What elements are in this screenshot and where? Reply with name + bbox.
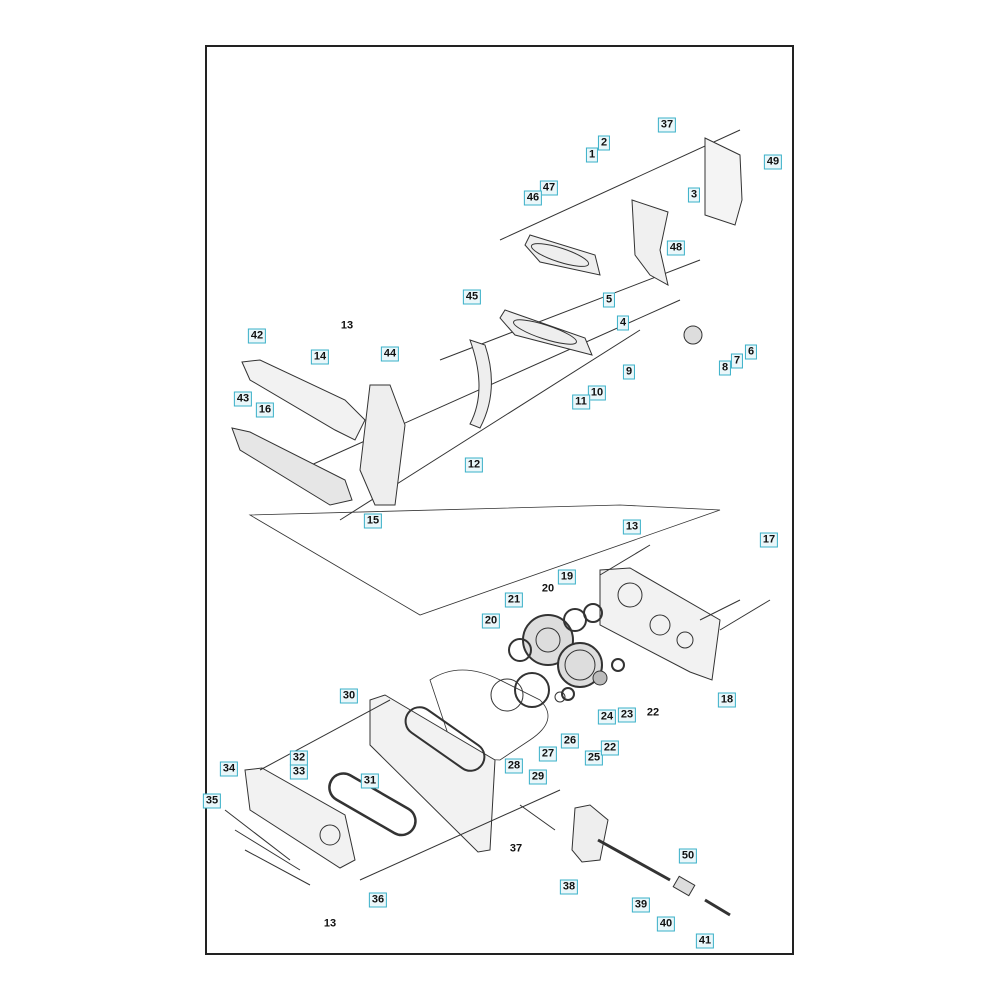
- part-45-curved-bar: [469, 339, 492, 429]
- callout-17: 17: [759, 532, 779, 548]
- callout-38: 38: [559, 879, 579, 895]
- callout-16: 16: [255, 402, 275, 418]
- gear-set: [490, 603, 625, 712]
- callout-15: 15: [363, 513, 383, 529]
- part-34-cover: [244, 767, 356, 869]
- callout-7: 7: [730, 353, 744, 369]
- diagram-frame: [205, 45, 794, 955]
- callout-4: 4: [616, 315, 630, 331]
- callout-22: 22: [646, 706, 660, 719]
- callout-12: 12: [464, 457, 484, 473]
- callout-20: 20: [541, 582, 555, 595]
- callout-3: 3: [687, 187, 701, 203]
- part-44-block: [359, 384, 406, 506]
- callout-28: 28: [504, 758, 524, 774]
- part-43-handle: [231, 427, 353, 506]
- upper-plane: [248, 504, 721, 616]
- part-38-block: [571, 804, 609, 863]
- lower-bolts: [224, 544, 771, 886]
- callout-9: 9: [622, 364, 636, 380]
- callout-37: 37: [657, 117, 677, 133]
- part-18-plate: [599, 567, 721, 681]
- callout-48: 48: [666, 240, 686, 256]
- callout-49: 49: [763, 154, 783, 170]
- part-49-plate: [704, 137, 743, 226]
- callout-42: 42: [247, 328, 267, 344]
- callout-47: 47: [539, 180, 559, 196]
- part-30-cover: [369, 694, 496, 853]
- callout-8: 8: [718, 360, 732, 376]
- callout-46: 46: [523, 190, 543, 206]
- callout-34: 34: [219, 761, 239, 777]
- callout-24: 24: [597, 709, 617, 725]
- callout-6: 6: [744, 344, 758, 360]
- callout-29: 29: [528, 769, 548, 785]
- callout-11: 11: [572, 394, 590, 410]
- callout-27: 27: [538, 746, 558, 762]
- callout-26: 26: [560, 733, 580, 749]
- part-39-shaft: [597, 838, 671, 882]
- callout-36: 36: [368, 892, 388, 908]
- part-46-plate: [524, 234, 601, 276]
- callout-39: 39: [631, 897, 651, 913]
- callout-40: 40: [656, 916, 676, 932]
- callout-20: 20: [481, 613, 501, 629]
- part-8-wheel: [683, 325, 703, 345]
- callout-44: 44: [380, 346, 400, 362]
- callout-43: 43: [233, 391, 253, 407]
- part-42-handle: [241, 359, 366, 441]
- callout-10: 10: [587, 385, 607, 401]
- callout-45: 45: [462, 289, 482, 305]
- callout-13: 13: [340, 319, 354, 332]
- part-32-belt: [328, 772, 417, 837]
- callout-13: 13: [622, 519, 642, 535]
- callout-50: 50: [678, 848, 698, 864]
- callout-13: 13: [323, 917, 337, 930]
- callout-2: 2: [597, 135, 611, 151]
- callout-19: 19: [557, 569, 577, 585]
- callout-32: 32: [289, 750, 309, 766]
- callout-5: 5: [602, 292, 616, 308]
- callout-30: 30: [339, 688, 359, 704]
- part-plate-lower: [499, 309, 593, 356]
- callout-18: 18: [717, 692, 737, 708]
- callout-21: 21: [504, 592, 524, 608]
- callout-14: 14: [310, 349, 330, 365]
- part-41-pin: [704, 898, 731, 917]
- part-48-bracket: [631, 199, 669, 286]
- part-40-sleeve: [672, 875, 696, 897]
- callout-35: 35: [202, 793, 222, 809]
- callout-1: 1: [585, 147, 599, 163]
- callout-22: 22: [600, 740, 620, 756]
- callout-33: 33: [289, 764, 309, 780]
- callout-41: 41: [695, 933, 715, 949]
- callout-31: 31: [360, 773, 380, 789]
- callout-25: 25: [584, 750, 604, 766]
- callout-37: 37: [509, 842, 523, 855]
- callout-23: 23: [617, 707, 637, 723]
